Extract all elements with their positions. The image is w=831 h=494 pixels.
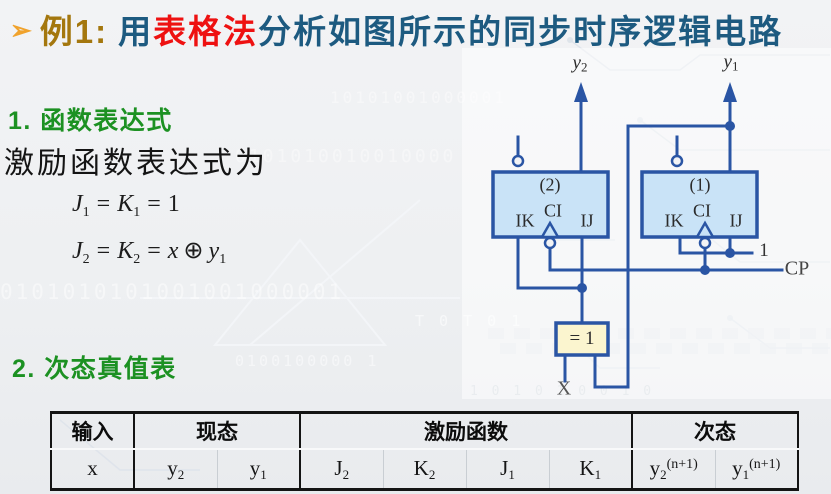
excitation-formula-1: J1=K1=1 bbox=[72, 191, 180, 221]
flip-flop-2-id: (2) bbox=[539, 174, 561, 195]
output-y1-label: y1 bbox=[723, 51, 739, 74]
formula-term: J bbox=[72, 191, 83, 217]
constant-one-label: 1 bbox=[759, 240, 769, 261]
formula-subscript: 1 bbox=[133, 205, 141, 220]
junction-dot bbox=[577, 283, 587, 293]
next-state-truth-table: 输入 现态 激励函数 次态 x y2 y1 J2 K2 J1 K1 y2(n+1… bbox=[50, 411, 799, 491]
flip-flop-1-id: (1) bbox=[689, 174, 711, 195]
column-header: y2(n+1) bbox=[632, 449, 716, 490]
table-group-header-row: 输入 现态 激励函数 次态 bbox=[51, 412, 798, 450]
qbar-bubble-icon bbox=[511, 154, 525, 168]
formula-subscript: 1 bbox=[82, 205, 90, 220]
circuit-diagram: y2 y1 (2) IK CI IJ (1) IK CI IJ = 1 X CP… bbox=[480, 51, 831, 400]
column-header: y2 bbox=[134, 449, 218, 490]
flip-flop-1-pin-k: IK bbox=[664, 210, 684, 231]
title-highlight: 表格法 bbox=[153, 13, 259, 50]
arrowhead-icon bbox=[574, 82, 588, 102]
arrowhead-icon bbox=[723, 82, 737, 102]
table-variable-header-row: x y2 y1 J2 K2 J1 K1 y2(n+1) y1(n+1) bbox=[51, 449, 798, 490]
formula-term: x bbox=[167, 238, 179, 264]
section-1-heading: 1. 函数表达式 bbox=[8, 107, 173, 135]
watermark-text: 0100100000 1 bbox=[235, 352, 380, 370]
group-header-excitation: 激励函数 bbox=[300, 412, 633, 450]
column-header: y1 bbox=[217, 449, 301, 490]
formula-subscript: 2 bbox=[133, 252, 141, 267]
flip-flop-1-box bbox=[640, 170, 759, 239]
group-header-present-state: 现态 bbox=[134, 412, 301, 450]
example-label: 例1: bbox=[39, 13, 109, 50]
xor-gate-label: = 1 bbox=[569, 328, 595, 349]
equals-sign: = bbox=[96, 191, 111, 217]
page-title: ➢例1:用表格法分析如图所示的同步时序逻辑电路 bbox=[10, 5, 783, 53]
watermark-text: 0101010101001001000001 bbox=[0, 280, 345, 304]
formula-term: y bbox=[208, 238, 220, 264]
column-header: K1 bbox=[549, 449, 633, 490]
section-1-body-text: 激励函数表达式为 bbox=[4, 147, 268, 180]
x-input-label: X bbox=[556, 377, 572, 400]
clock-cp-label: CP bbox=[784, 257, 810, 280]
title-text: 分析如图所示的同步时序逻辑电路 bbox=[258, 13, 784, 50]
formula-term: 1 bbox=[167, 191, 180, 217]
formula-subscript: 1 bbox=[219, 252, 227, 267]
column-header: K2 bbox=[383, 449, 467, 490]
xor-gate-box bbox=[554, 321, 610, 357]
arrow-bullet-icon: ➢ bbox=[10, 15, 32, 45]
formula-term: K bbox=[117, 238, 134, 264]
formula-term: K bbox=[117, 191, 134, 217]
section-2-heading: 2. 次态真值表 bbox=[12, 355, 177, 383]
column-header: y1(n+1) bbox=[732, 455, 781, 482]
watermark-text: 0101010010010000 bbox=[235, 146, 457, 167]
equals-sign: = bbox=[96, 238, 111, 264]
xor-operator: ⊕ bbox=[183, 238, 204, 264]
circuit-wires bbox=[491, 82, 784, 389]
formula-term: J bbox=[72, 238, 83, 264]
equals-sign: = bbox=[147, 191, 161, 217]
formula-subscript: 2 bbox=[82, 252, 90, 267]
group-header-next-state: 次态 bbox=[632, 412, 798, 450]
qbar-bubble-icon bbox=[670, 154, 684, 168]
title-text: 用 bbox=[118, 13, 154, 50]
watermark-text: 10101001000001 bbox=[330, 88, 507, 107]
column-header: J2 bbox=[300, 449, 384, 490]
flip-flop-1-pin-c: CI bbox=[693, 200, 711, 221]
flip-flop-1-pin-j: IJ bbox=[729, 210, 743, 231]
column-header: J1 bbox=[466, 449, 550, 490]
flip-flop-2-pin-j: IJ bbox=[580, 210, 594, 231]
junction-dot bbox=[725, 121, 735, 131]
flip-flop-2-pin-k: IK bbox=[515, 210, 535, 231]
junction-dot bbox=[725, 248, 735, 258]
equals-sign: = bbox=[147, 238, 161, 264]
column-header: x bbox=[51, 449, 135, 490]
flip-flop-2-pin-c: CI bbox=[544, 200, 562, 221]
excitation-formula-2: J2=K2=x⊕y1 bbox=[72, 236, 226, 268]
clock-bubble-icon bbox=[543, 236, 557, 250]
group-header-input: 输入 bbox=[51, 412, 135, 450]
clock-bubble-icon bbox=[698, 236, 712, 250]
junction-dot bbox=[700, 265, 710, 275]
output-y2-label: y2 bbox=[572, 52, 588, 75]
